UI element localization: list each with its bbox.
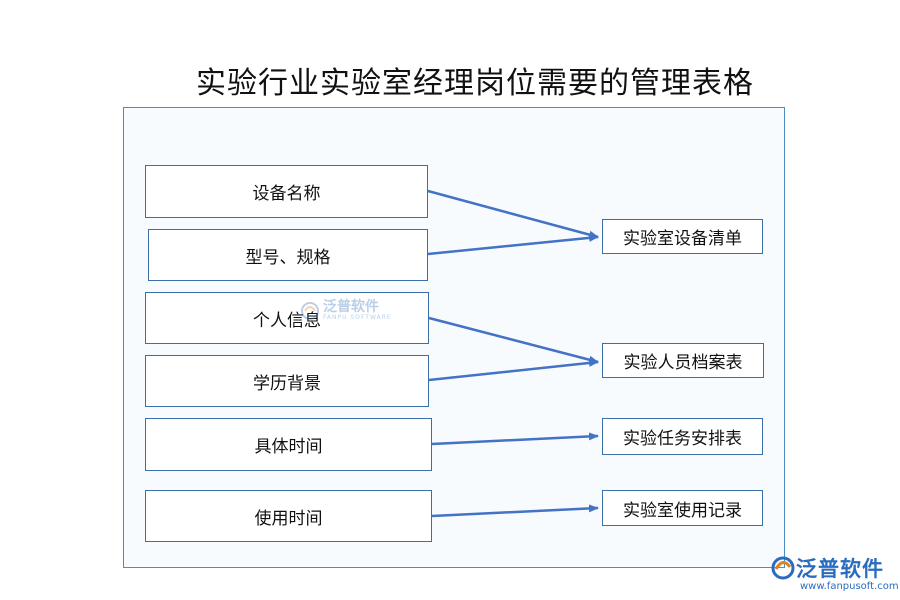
source-box-model-spec: 型号、规格 (148, 229, 428, 281)
target-box-staff-records: 实验人员档案表 (602, 343, 764, 378)
brand-logo-icon (771, 556, 795, 580)
watermark: 泛普软件 FANPU SOFTWARE (300, 300, 392, 321)
watermark-text: 泛普软件 (323, 299, 379, 315)
brand-logo: 泛普软件 (770, 553, 884, 583)
source-box-usage-time: 使用时间 (145, 490, 432, 542)
brand-swirl-icon (301, 301, 319, 320)
brand-logo-text: 泛普软件 (796, 557, 884, 581)
target-box-lab-usage-log: 实验室使用记录 (602, 490, 763, 526)
target-box-equipment-list: 实验室设备清单 (602, 219, 763, 254)
brand-url: www.fanpusoft.com (800, 581, 899, 592)
diagram-title: 实验行业实验室经理岗位需要的管理表格 (196, 66, 754, 101)
source-box-specific-time: 具体时间 (145, 418, 432, 471)
target-box-task-schedule: 实验任务安排表 (602, 418, 763, 455)
source-box-personal-info: 个人信息 (145, 292, 429, 344)
source-box-equipment-name: 设备名称 (145, 165, 428, 218)
source-box-education: 学历背景 (145, 355, 429, 407)
watermark-subtext: FANPU SOFTWARE (323, 314, 392, 321)
